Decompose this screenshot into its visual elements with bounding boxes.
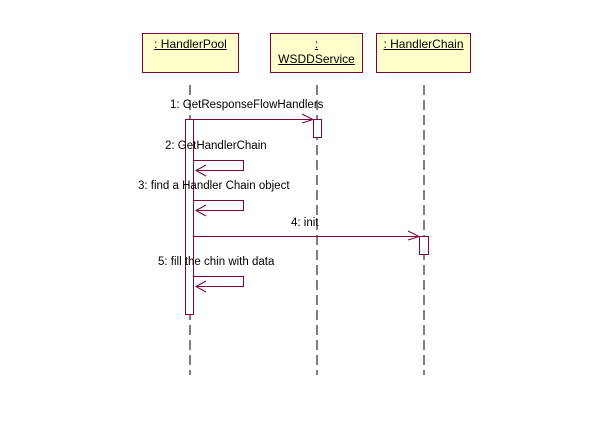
object-wsddservice-label-line1: :	[314, 37, 319, 51]
message-4-label: 4: init	[291, 217, 319, 229]
object-wsddservice[interactable]: : WSDDService	[270, 33, 363, 73]
object-wsddservice-label-line2: WSDDService	[278, 52, 355, 66]
message-5-self-arrow	[194, 276, 244, 293]
object-handlerchain[interactable]: : HandlerChain	[376, 33, 471, 73]
message-1-arrow	[193, 113, 315, 124]
object-handlerpool[interactable]: : HandlerPool	[142, 33, 239, 73]
message-3-self-arrow	[194, 200, 244, 217]
activation-handlerpool	[185, 119, 194, 315]
message-5-label: 5: fill the chin with data	[158, 256, 275, 268]
activation-handlerchain	[419, 236, 429, 255]
message-1-label: 1: GetResponseFlowHandlers	[170, 99, 324, 111]
message-2-label: 2: GetHandlerChain	[165, 140, 267, 152]
object-handlerchain-label: : HandlerChain	[383, 37, 464, 51]
object-handlerpool-label: : HandlerPool	[154, 37, 227, 51]
message-4-arrow	[193, 230, 421, 241]
message-3-label: 3: find a Handler Chain object	[138, 180, 290, 192]
message-2-self-arrow	[194, 160, 244, 177]
activation-wsddservice	[313, 119, 322, 138]
